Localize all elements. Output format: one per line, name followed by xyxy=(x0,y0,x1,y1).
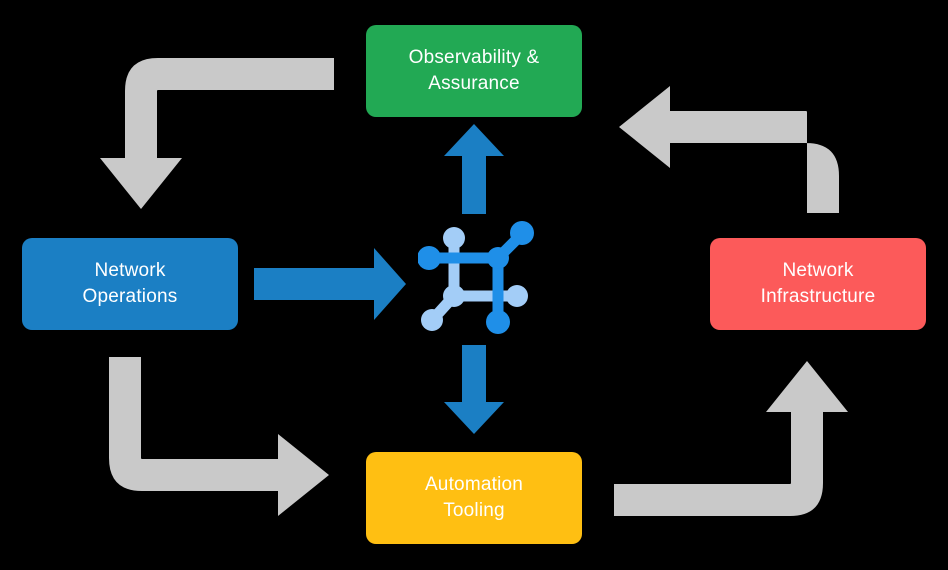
blue-arrow-center-to-automation xyxy=(444,345,504,434)
blue-arrow-group xyxy=(254,124,504,434)
gray-arrow-infrastructure-to-observability xyxy=(619,86,839,213)
node-automation-tooling[interactable]: Automation Tooling xyxy=(366,452,582,544)
network-topology-icon xyxy=(418,221,534,334)
node-network-operations[interactable]: Network Operations xyxy=(22,238,238,330)
network-icon-nodes-light xyxy=(421,227,528,331)
node-network-infrastructure-label: Network Infrastructure xyxy=(760,260,876,307)
blue-arrow-operations-to-center xyxy=(254,248,406,320)
blue-arrow-center-to-observability xyxy=(444,124,504,214)
gray-arrow-automation-to-infrastructure xyxy=(614,361,848,516)
gray-arrow-operations-to-automation xyxy=(109,357,329,516)
node-network-infrastructure[interactable]: Network Infrastructure xyxy=(710,238,926,330)
gray-arrow-observability-to-operations xyxy=(100,58,334,209)
gray-arrow-group xyxy=(100,58,848,516)
network-icon-nodes-strong xyxy=(418,221,534,334)
node-observability-assurance-label: Observability & Assurance xyxy=(408,47,540,94)
node-network-operations-label: Network Operations xyxy=(82,260,178,307)
node-observability-assurance[interactable]: Observability & Assurance xyxy=(366,25,582,117)
node-automation-tooling-label: Automation Tooling xyxy=(424,474,524,521)
